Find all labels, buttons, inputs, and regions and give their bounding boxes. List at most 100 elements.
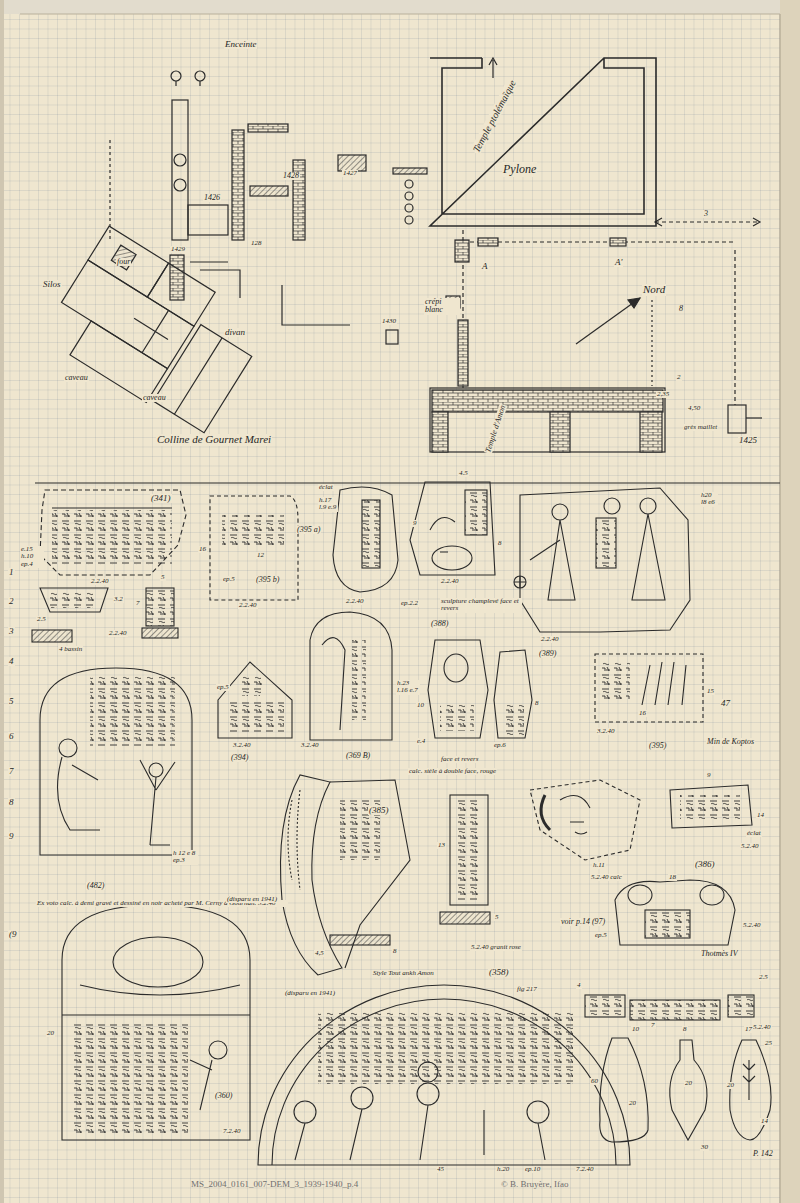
annotation-label: 5	[8, 697, 15, 706]
annotation-label: (385)	[368, 806, 390, 815]
annotation-label: 16	[638, 710, 647, 717]
annotation-label: 10	[631, 1026, 640, 1033]
pylon-outline	[428, 56, 658, 228]
annotation-label: 8	[497, 540, 503, 547]
annotation-label: 3.2	[113, 596, 124, 603]
annotation-label: 2,35	[656, 391, 670, 398]
annotation-label: h20 l8 e6	[700, 492, 718, 507]
annotation-label: 9	[412, 520, 418, 527]
annotation-label: calc. stèle à double face, rouge	[408, 768, 497, 775]
annotation-label: (358)	[488, 968, 510, 977]
annotation-label: 2.2.40	[440, 578, 460, 585]
annotation-label: (394)	[230, 754, 249, 762]
annotation-label: 3.2.40	[300, 742, 320, 749]
annotation-label: face et revers	[440, 756, 479, 763]
annotation-label: 2.2.40	[108, 630, 128, 637]
annotation-label: (disparu en 1941)	[226, 896, 280, 903]
annotation-label: 8	[8, 798, 15, 807]
annotation-label: 5.2.40 calc	[590, 874, 623, 881]
annotation-label: A	[481, 262, 489, 271]
annotation-label: 128	[250, 240, 263, 247]
annotation-label: voir p.14 (97)	[560, 918, 606, 926]
annotation-label: 7.2.40	[575, 1166, 595, 1173]
annotation-label: 2.5	[36, 616, 47, 623]
annotation-label: 4,50	[687, 405, 701, 412]
annotation-label: 2.2.40	[345, 598, 365, 605]
annotation-label: 5.2.40	[742, 922, 762, 929]
annotation-label: 2.5	[758, 974, 769, 981]
annotation-label: 6	[8, 732, 15, 741]
annotation-label: 1	[8, 568, 15, 577]
annotation-label: (389)	[538, 650, 557, 658]
annotation-label: Thotmès IV	[700, 950, 739, 958]
annotation-label: 1429	[170, 246, 186, 253]
annotation-label: 4.5	[458, 470, 469, 477]
annotation-label: (360)	[214, 1092, 233, 1100]
annotation-label: (482)	[86, 882, 105, 890]
annotation-label: ep.5	[594, 932, 608, 939]
annotation-label: h.17 l.9 e.9	[318, 497, 338, 512]
annotation-label: 1428	[282, 172, 300, 180]
annotation-label: (369 B)	[345, 752, 371, 760]
annotation-label: 5	[494, 914, 500, 921]
annotation-label: (395)	[648, 742, 667, 750]
annotation-label: (9	[8, 930, 18, 939]
annotation-label: 7	[135, 600, 141, 607]
annotation-label: 5.2.40	[752, 1024, 772, 1031]
annotation-label: ep.6	[493, 742, 507, 749]
annotation-label: 5.2.40 granit rose	[470, 944, 522, 951]
annotation-label: A'	[614, 258, 623, 267]
annotation-label: 14	[756, 812, 765, 819]
annotation-label: Temple d'Amon	[484, 403, 508, 454]
annotation-label: caveau	[64, 374, 89, 382]
page-edge	[0, 0, 800, 14]
annotation-label: 20	[684, 1080, 693, 1087]
annotation-label: (disparu en 1941)	[284, 990, 338, 997]
page-edge	[780, 0, 800, 1203]
annotation-label: Min de Koptos	[706, 738, 755, 746]
annotation-label: ep.5	[222, 576, 236, 583]
annotation-label: 8	[392, 948, 398, 955]
divider-line	[35, 482, 780, 483]
annotation-label: 8	[534, 700, 540, 707]
annotation-label: 3	[8, 627, 15, 636]
annotation-label: 45	[436, 1166, 445, 1173]
node-label: Pylone	[502, 162, 537, 177]
stela-sketches	[32, 482, 771, 1165]
annotation-label: 17	[744, 1026, 753, 1033]
annotation-label: 20	[726, 1082, 735, 1089]
annotation-label: 2.2.40	[90, 578, 110, 585]
annotation-label: sculpture champlevé face et revers	[440, 598, 522, 613]
annotation-label: 25	[764, 1040, 773, 1047]
annotation-label: 5.2.40	[740, 843, 760, 850]
annotation-label: 30	[700, 1144, 709, 1151]
annotation-label: 5	[160, 574, 166, 581]
annotation-label: 47	[720, 699, 731, 708]
annotation-label: MS_2004_0161_007-DEM_3_1939-1940_p.4	[190, 1180, 359, 1189]
annotation-label: h.11	[592, 862, 606, 869]
annotation-label: éclat	[746, 830, 762, 837]
annotation-label: ep.5	[216, 684, 230, 691]
annotation-label: éclat	[318, 484, 334, 491]
annotation-label: 1427	[342, 170, 358, 177]
annotation-label: divan	[224, 328, 246, 337]
annotation-label: 1425	[738, 436, 758, 445]
annotation-label: 13	[437, 842, 446, 849]
annotation-label: 1426	[203, 194, 221, 202]
annotation-label: Nord	[642, 284, 666, 296]
annotation-label: Colline de Gournet Marei	[156, 434, 272, 446]
node-heading: Temple ptolémaïque	[470, 77, 518, 155]
annotation-label: 2.2.40	[238, 602, 258, 609]
pylon-box: Temple ptolémaïquePylone	[428, 56, 658, 228]
annotation-label: 8	[678, 305, 684, 313]
annotation-label: 20	[46, 1030, 55, 1037]
annotation-label: 60	[590, 1078, 599, 1085]
annotation-label: 3.2.40	[232, 742, 252, 749]
annotation-label: 12	[256, 552, 265, 559]
annotation-label: 2	[676, 374, 682, 381]
annotation-label: Silos	[42, 280, 62, 289]
annotation-label: 2	[8, 597, 15, 606]
annotation-label: e.15 h.10 ep.4	[20, 546, 44, 568]
annotation-label: (341)	[150, 494, 172, 503]
annotation-label: 16	[198, 546, 207, 553]
